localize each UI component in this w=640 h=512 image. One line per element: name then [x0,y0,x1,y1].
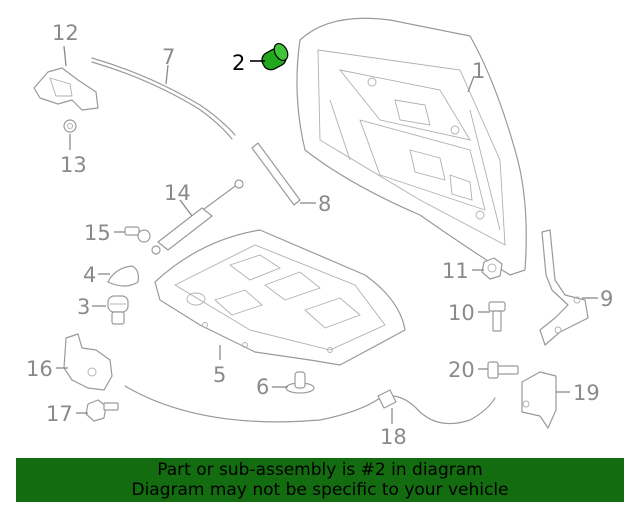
callout-16[interactable]: 16 [26,357,53,381]
part-17-bolt[interactable] [85,399,119,422]
info-banner: Part or sub-assembly is #2 in diagram Di… [16,458,624,502]
callout-12[interactable]: 12 [52,21,79,45]
part-14-lift-support[interactable] [151,179,244,255]
part-6-push-pin[interactable] [285,371,315,394]
callout-4[interactable]: 4 [83,263,96,287]
callout-labels: 2 1 3 4 5 6 7 8 9 10 11 12 13 14 15 16 1… [26,21,613,449]
callout-6[interactable]: 6 [256,375,269,399]
callout-3[interactable]: 3 [77,295,90,319]
part-8-side-seal[interactable] [251,142,301,206]
part-13-nut[interactable] [63,119,77,133]
part-18-release-cable[interactable] [124,385,496,425]
callout-2[interactable]: 2 [232,51,245,75]
part-16-latch[interactable] [63,333,113,391]
part-9-hinge[interactable] [539,229,589,346]
banner-line-2: Diagram may not be specific to your vehi… [131,480,509,500]
callout-18[interactable]: 18 [380,425,407,449]
part-19-striker-bracket[interactable] [521,371,557,429]
part-11-nut[interactable] [481,257,503,280]
callout-5[interactable]: 5 [213,363,226,387]
callout-20[interactable]: 20 [448,358,475,382]
callout-10[interactable]: 10 [448,301,475,325]
leader-lines [56,45,598,424]
callout-7[interactable]: 7 [162,45,175,69]
part-5-insulator[interactable] [154,229,406,366]
part-7-seal-strip[interactable] [91,57,236,140]
callout-8[interactable]: 8 [318,192,331,216]
banner-line-1: Part or sub-assembly is #2 in diagram [157,460,483,480]
part-15-ball-stud[interactable] [124,226,151,243]
part-2-bumper-stop[interactable] [259,41,290,72]
callout-15[interactable]: 15 [84,221,111,245]
callout-11[interactable]: 11 [442,259,469,283]
part-1-hood[interactable] [296,17,527,276]
callout-9[interactable]: 9 [600,287,613,311]
part-12-latch-bracket[interactable] [33,67,99,111]
callout-19[interactable]: 19 [573,381,600,405]
part-4-seal-clip[interactable] [107,265,139,287]
part-3-push-clip[interactable] [107,295,129,325]
callout-17[interactable]: 17 [46,402,73,426]
part-10-bolt[interactable] [488,301,506,332]
callout-14[interactable]: 14 [164,181,191,205]
callout-1[interactable]: 1 [472,59,485,83]
callout-13[interactable]: 13 [60,153,87,177]
part-20-bolt[interactable] [487,361,519,379]
